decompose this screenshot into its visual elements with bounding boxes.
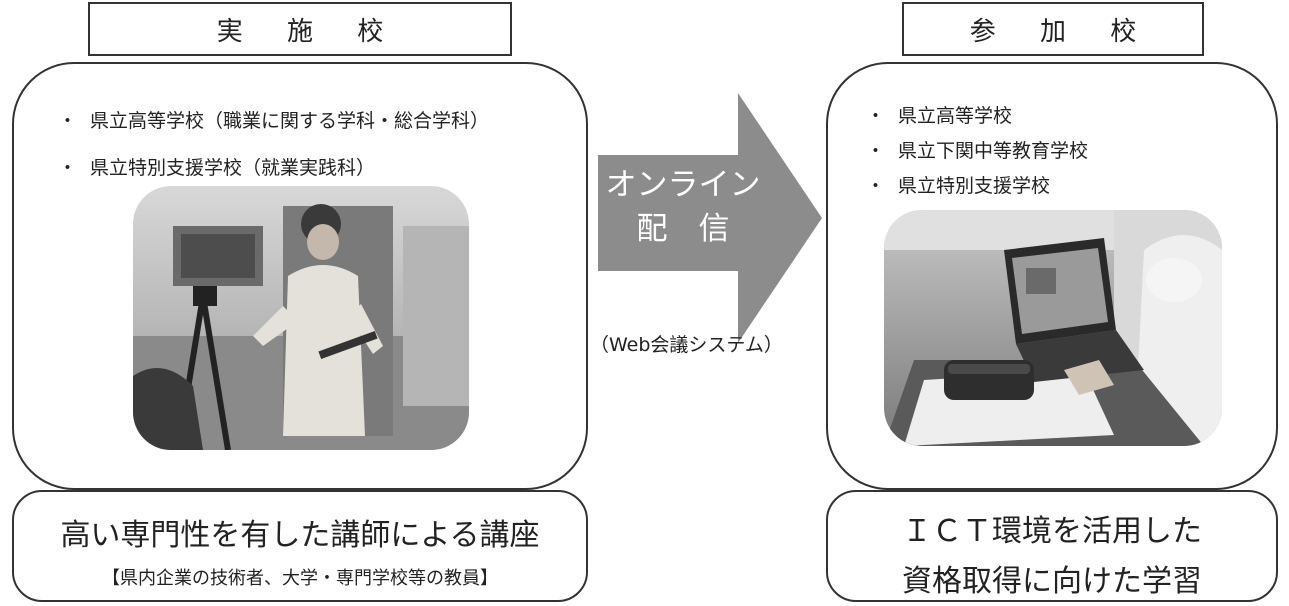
implementing-school-list: ・ 県立高等学校（職業に関する学科・総合学科） ・ 県立特別支援学校（就業実践科… xyxy=(58,106,578,180)
participating-school-list: ・ 県立高等学校 ・ 県立下関中等教育学校 ・ 県立特別支援学校 xyxy=(866,101,1266,198)
implementing-school-title: 実 施 校 xyxy=(88,2,512,56)
bullet-icon: ・ xyxy=(866,175,886,197)
summary-line-1: ＩＣＴ環境を活用した xyxy=(902,514,1202,549)
laptop-classroom-photo xyxy=(884,210,1222,446)
arrow-line-2: 配 信 xyxy=(636,211,730,247)
participating-school-title: 参 加 校 xyxy=(902,2,1204,56)
summary-main-text: 高い専門性を有した講師による講座 xyxy=(60,518,540,553)
list-item: ・ 県立特別支援学校 xyxy=(866,171,1266,198)
participating-school-summary: ＩＣＴ環境を活用した 資格取得に向けた学習 xyxy=(826,490,1278,602)
implementing-school-summary: 高い専門性を有した講師による講座 【県内企業の技術者、大学・専門学校等の教員】 xyxy=(12,490,588,602)
list-item: ・ 県立下関中等教育学校 xyxy=(866,136,1266,163)
web-conference-note: （Web会議システム） xyxy=(590,334,783,356)
arrow-icon xyxy=(598,93,822,343)
arrow-line-1: オンライン xyxy=(605,167,761,203)
bullet-icon: ・ xyxy=(866,140,886,162)
list-item-label: 県立特別支援学校（就業実践科） xyxy=(90,157,376,179)
bullet-icon: ・ xyxy=(58,110,78,132)
online-delivery-label: オンライン 配 信 xyxy=(598,163,768,251)
list-item-label: 県立高等学校（職業に関する学科・総合学科） xyxy=(90,110,490,132)
list-item-label: 県立高等学校 xyxy=(898,105,1013,127)
instructor-demonstration-photo xyxy=(133,186,469,450)
bullet-icon: ・ xyxy=(866,105,886,127)
list-item: ・ 県立特別支援学校（就業実践科） xyxy=(58,153,578,180)
list-item: ・ 県立高等学校（職業に関する学科・総合学科） xyxy=(58,106,578,133)
list-item-label: 県立下関中等教育学校 xyxy=(898,140,1089,162)
list-item-label: 県立特別支援学校 xyxy=(898,175,1051,197)
summary-line-2: 資格取得に向けた学習 xyxy=(902,564,1202,599)
list-item: ・ 県立高等学校 xyxy=(866,101,1266,128)
summary-sub-text: 【県内企業の技術者、大学・専門学校等の教員】 xyxy=(102,568,498,589)
bullet-icon: ・ xyxy=(58,157,78,179)
